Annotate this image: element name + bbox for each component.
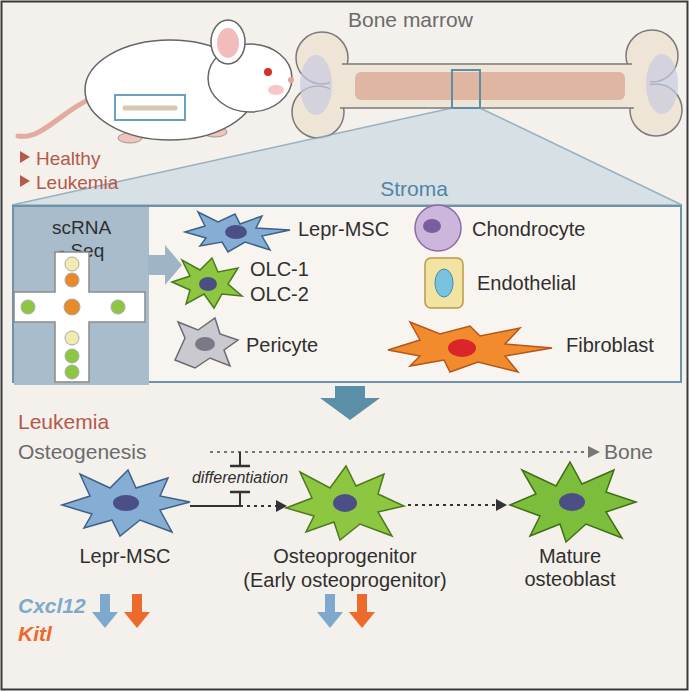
osteogenesis-arrow [210, 451, 588, 453]
bone-shaft [330, 64, 650, 108]
bone-end [646, 54, 678, 114]
zoom-box [115, 95, 185, 120]
figure-label: Bone marrow [348, 8, 473, 32]
process-label: Bone [604, 440, 653, 464]
down-arrow [320, 386, 380, 420]
mouse-eye [264, 68, 272, 76]
cell-type-label: Chondrocyte [472, 218, 585, 241]
inhibition-line [239, 452, 241, 466]
differentiation-line [240, 505, 276, 507]
msc-cell [62, 470, 190, 536]
panel-title: scRNA - Seq [50, 217, 114, 263]
scrnaseq-panel: scRNA - Seq [14, 207, 149, 385]
differentiation-line [408, 504, 496, 506]
cell-type-label: Pericyte [246, 334, 318, 357]
cell-stage-label: (Early osteoprogenitor) [230, 569, 460, 592]
cxcl12-down-arrow [317, 594, 343, 628]
cell-stage-label: Osteoprogenitor [245, 545, 445, 568]
condition-label: Leukemia [18, 410, 109, 434]
bullet-triangle [20, 175, 30, 187]
cell-stage-label: Mature osteoblast [510, 545, 630, 591]
bone-edge [340, 107, 634, 109]
bone-end [300, 55, 332, 115]
inhibition-line [239, 492, 241, 506]
cell-stage-label: Lepr-MSC [55, 545, 195, 568]
condition-label: Leukemia [36, 172, 118, 194]
osteoblast-cell [510, 462, 636, 542]
cell-type-label: Lepr-MSC [298, 218, 389, 241]
cell-type-label: Endothelial [477, 272, 576, 295]
cell-type-label: OLC-2 [250, 283, 309, 306]
mouse-ear-inner [217, 28, 239, 58]
bone-marrow-area [355, 72, 625, 100]
inhibition-bar [230, 465, 250, 468]
mouse-nose [288, 77, 294, 83]
bullet-triangle [20, 151, 30, 163]
cell-type-label: OLC-1 [250, 258, 309, 281]
differentiation-line [190, 505, 240, 507]
cxcl12-down-arrow [92, 594, 118, 628]
cell-type-label: Fibroblast [566, 334, 654, 357]
inhibition-label: differentiation [170, 469, 310, 487]
inhibition-bar [230, 491, 250, 494]
arrow-head [276, 500, 287, 512]
cell-nucleus [113, 495, 139, 511]
process-label: Osteogenesis [18, 440, 146, 464]
cell-nucleus [559, 493, 585, 511]
mouse-tail [18, 98, 92, 136]
kitl-down-arrow [124, 594, 150, 628]
zoom-box [452, 70, 480, 108]
arrow-head [496, 499, 507, 511]
condition-label: Healthy [36, 148, 100, 170]
mouse-cheek [268, 85, 284, 95]
bone-edge [342, 63, 632, 65]
zoom-funnel [12, 108, 682, 205]
cell-nucleus [333, 494, 357, 512]
arrow-head [588, 446, 600, 458]
mouse-ear [211, 20, 245, 64]
gene-label: Cxcl12 [18, 594, 86, 618]
leg-bone [125, 106, 175, 111]
gene-label: Kitl [18, 622, 52, 646]
kitl-down-arrow [349, 594, 375, 628]
osteoprogenitor-cell [286, 466, 404, 540]
panel-heading: Stroma [344, 176, 484, 201]
